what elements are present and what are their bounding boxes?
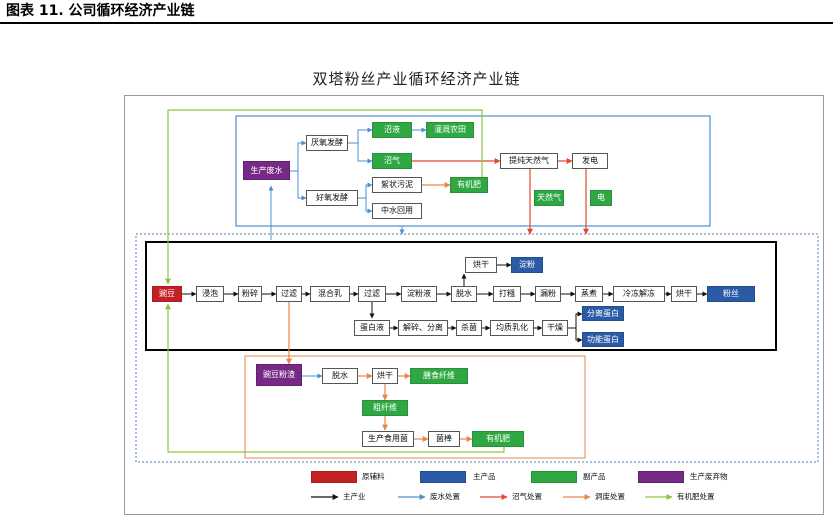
node-shanshi: 膳食纤维: [410, 368, 468, 384]
node-tianranqi: 天然气: [534, 190, 564, 206]
header-rule: [0, 22, 833, 24]
node-wandou: 豌豆: [152, 286, 182, 302]
node-danbaiye: 蛋白液: [354, 320, 390, 336]
node-yanyang: 厌氧发酵: [306, 135, 348, 151]
node-cuxianwei: 粗纤维: [362, 400, 408, 416]
node-nongtian: 灌溉农田: [426, 122, 474, 138]
legend-label-waste-water: 废水处置: [430, 492, 460, 501]
node-lengdong: 冷冻解冻: [613, 286, 665, 302]
waste-water-line: [358, 182, 373, 199]
diagram-frame: [124, 95, 824, 515]
waste-water-line: [348, 127, 373, 144]
node-shengchan-feishui: 生产废水: [243, 161, 290, 180]
legend-label-by-product: 副产品: [583, 472, 606, 481]
legend-label-biogas: 沼气处置: [512, 492, 542, 501]
node-piaofen: 漏粉: [535, 286, 561, 302]
node-dajiang: 打糨: [493, 286, 521, 302]
node-tuoshui-2: 脱水: [322, 368, 358, 384]
node-junbang: 菌棒: [428, 431, 460, 447]
node-xuzhuang: 絮状污泥: [372, 177, 422, 193]
node-honggan-2: 烘干: [671, 286, 697, 302]
node-gongneng-danbai: 功能蛋白: [582, 332, 624, 347]
node-hunheru: 混合乳: [310, 286, 350, 302]
node-zhaqi: 沼气: [372, 153, 412, 169]
legend-swatch-by-product: [531, 471, 577, 483]
legend-swatch-raw: [311, 471, 357, 483]
node-shengchan-shiyongjun: 生产食用菌: [362, 431, 414, 447]
dotted-system-boundary: [135, 233, 819, 463]
node-dianfen: 淀粉: [511, 257, 543, 273]
node-honggan-1: 烘干: [465, 257, 497, 273]
fertilizer-line: [165, 303, 505, 453]
node-zhaye: 沼液: [372, 122, 412, 138]
node-fadian: 发电: [572, 153, 608, 169]
main-industry-box: [145, 241, 777, 351]
legend-label-main-industry: 主产业: [343, 492, 366, 501]
node-junzhi: 均质乳化: [490, 320, 534, 336]
report-figure-title: 图表 11. 公司循环经济产业链: [6, 3, 195, 19]
main-flow-line: [575, 328, 583, 343]
node-guolv-1: 过滤: [276, 286, 302, 302]
node-tichun: 提纯天然气: [500, 153, 558, 169]
node-shajun: 杀菌: [456, 320, 482, 336]
waste-water-line: [297, 171, 307, 201]
node-guolv-2: 过滤: [358, 286, 386, 302]
node-zhengzhu: 蒸煮: [575, 286, 603, 302]
legend-label-residue: 洞废处置: [595, 492, 625, 501]
waste-water-line: [365, 198, 373, 214]
node-haoyang: 好氧发酵: [306, 190, 358, 206]
legend-label-raw: 原辅料: [362, 472, 385, 481]
node-youjifei-2: 有机肥: [472, 431, 524, 447]
legend-label-waste: 生产废弃物: [690, 472, 728, 481]
waste-water-line: [357, 143, 373, 164]
legend-swatch-waste: [638, 471, 684, 483]
residue-region-box: [244, 355, 586, 459]
node-fensi: 粉丝: [707, 286, 755, 302]
legend-label-main-product: 主产品: [473, 472, 496, 481]
legend-label-fertilizer: 有机肥处置: [677, 492, 715, 501]
wastewater-region-box: [235, 115, 711, 227]
node-wandou-fenzha: 豌豆粉渣: [256, 364, 302, 386]
node-ganzao: 干燥: [542, 320, 568, 336]
node-fensui: 粉碎: [238, 286, 262, 302]
node-honggan-3: 烘干: [372, 368, 398, 384]
node-dianfenye: 淀粉液: [401, 286, 437, 302]
node-dian: 电: [590, 190, 612, 206]
node-zhongshui: 中水回用: [372, 203, 422, 219]
main-flow-line: [568, 311, 583, 329]
diagram-title: 双塔粉丝产业循环经济产业链: [312, 70, 521, 88]
node-youjifei-1: 有机肥: [450, 177, 488, 193]
node-fenli-danbai: 分离蛋白: [582, 306, 624, 321]
waste-water-line: [290, 140, 307, 172]
node-jinpao: 浸泡: [196, 286, 224, 302]
node-jiesui: 解碎、分离: [398, 320, 448, 336]
node-tuoshui-1: 脱水: [451, 286, 477, 302]
legend-swatch-main-product: [420, 471, 466, 483]
